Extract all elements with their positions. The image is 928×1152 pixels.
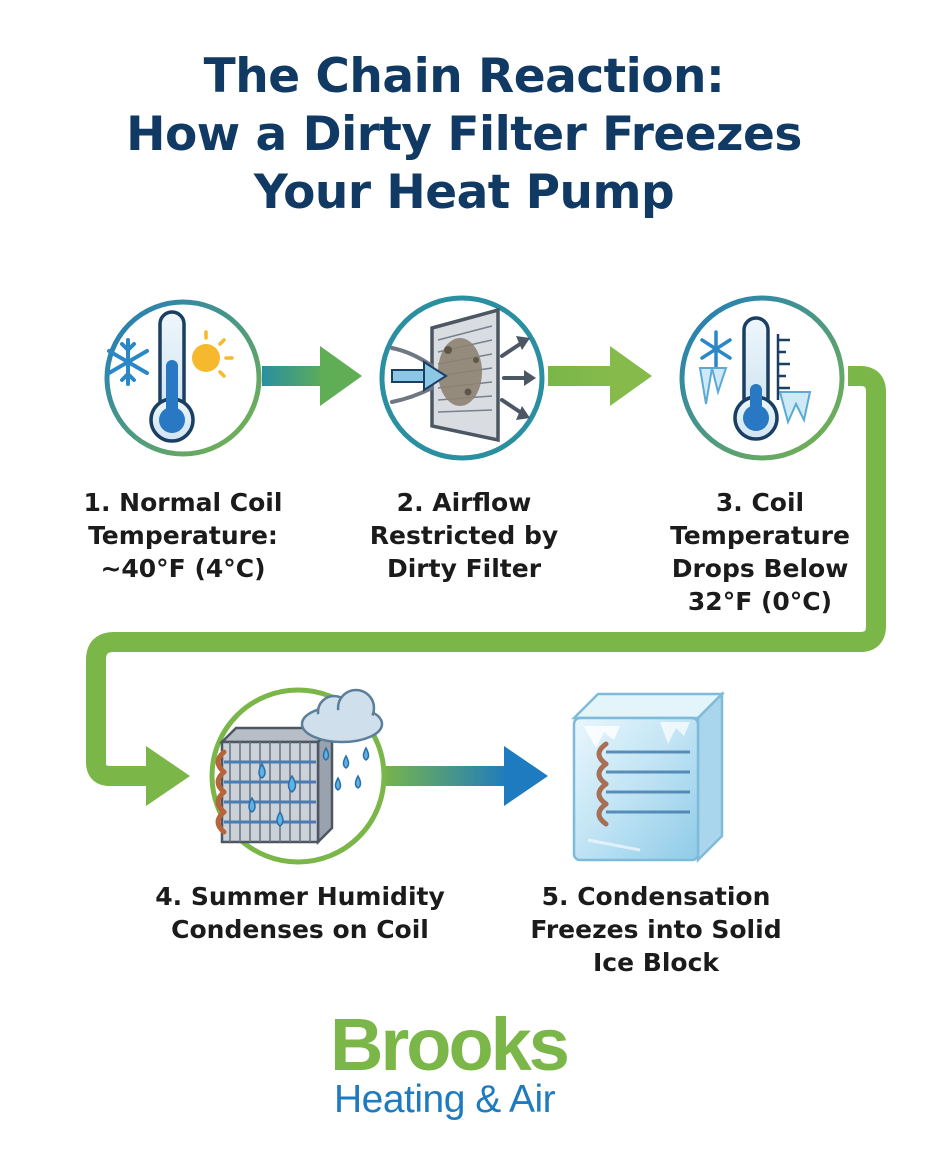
arrow-step3-to-step4 xyxy=(86,366,886,806)
logo-name: Brooks xyxy=(330,1003,570,1086)
step-2-label: 2. Airflow Restricted by Dirty Filter xyxy=(369,488,559,583)
step-1-label: 1. Normal Coil Temperature: ~40°F (4°C) xyxy=(83,488,283,583)
ice-block-coil-icon xyxy=(570,690,726,864)
page-title: The Chain Reaction: How a Dirty Filter F… xyxy=(0,48,928,222)
brooks-logo: Brooks Heating & Air xyxy=(330,1003,630,1121)
dirty-filter-airflow-icon xyxy=(379,295,545,461)
humid-coil-condensation-icon xyxy=(209,687,387,865)
logo-tagline: Heating & Air xyxy=(334,1078,556,1121)
step-4-label: 4. Summer Humidity Condenses on Coil xyxy=(155,882,445,944)
freezing-thermometer-icon xyxy=(679,295,845,461)
title-line-2: How a Dirty Filter Freezes xyxy=(126,107,802,162)
arrow-step1-to-step2 xyxy=(262,346,362,406)
arrow-step4-to-step5 xyxy=(380,746,548,806)
step-5-label: 5. Condensation Freezes into Solid Ice B… xyxy=(530,882,782,977)
thermometer-snowflake-sun-icon xyxy=(104,299,262,457)
step-3-label: 3. Coil Temperature Drops Below 32°F (0°… xyxy=(670,488,850,616)
cloud-icon xyxy=(300,688,384,744)
title-line-3: Your Heat Pump xyxy=(253,165,675,220)
title-line-1: The Chain Reaction: xyxy=(203,49,725,104)
arrow-step2-to-step3 xyxy=(548,346,652,406)
